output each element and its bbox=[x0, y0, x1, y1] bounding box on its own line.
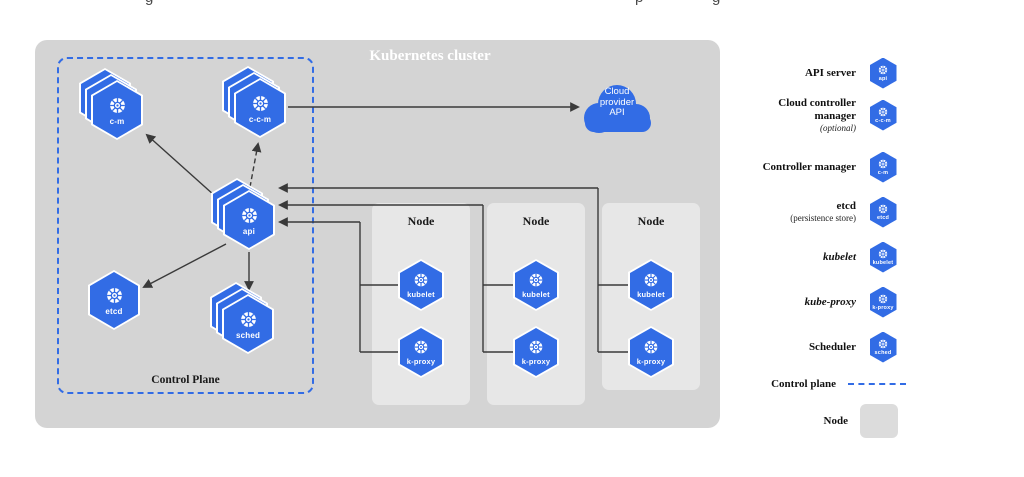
legend-kubelet-icon: kubelet bbox=[868, 240, 898, 274]
component-label: etcd bbox=[105, 306, 123, 316]
legend-row-controller-manager: Controller manager c-m bbox=[718, 150, 898, 184]
text-fragment: g bbox=[712, 0, 720, 6]
kubelet-hexagon: kubelet bbox=[628, 259, 674, 311]
etcd-component: etcd bbox=[88, 270, 140, 330]
kproxy-hexagon: k-proxy bbox=[628, 326, 674, 378]
legend-api-server-icon: api bbox=[868, 56, 898, 90]
cropped-text-line: g p g bbox=[0, 0, 1024, 9]
legend-scheduler-icon: sched bbox=[868, 330, 898, 364]
helm-wheel-icon bbox=[239, 310, 257, 328]
cloud-controller-manager-component: c-c-m bbox=[222, 66, 286, 138]
legend-row-kubelet: kubelet kubelet bbox=[718, 240, 898, 274]
legend-row-control-plane: Control plane bbox=[718, 373, 906, 395]
legend-kube-proxy-icon: k-proxy bbox=[868, 285, 898, 319]
helm-wheel-icon bbox=[644, 340, 658, 354]
node-title: Node bbox=[637, 214, 665, 228]
kubelet-hexagon: kubelet bbox=[398, 259, 444, 311]
component-label: k-proxy bbox=[406, 357, 436, 366]
legend-etcd-icon: etcd bbox=[868, 195, 898, 229]
helm-wheel-icon bbox=[105, 286, 123, 304]
legend-sublabel: (optional) bbox=[820, 122, 856, 133]
text-fragment: g bbox=[145, 0, 153, 6]
node-color-swatch bbox=[860, 404, 898, 438]
kubelet-component-node1: kubelet bbox=[398, 259, 444, 311]
helm-wheel-icon bbox=[414, 273, 428, 287]
component-label: c-c-m bbox=[248, 114, 272, 124]
component-label: k-proxy bbox=[521, 357, 551, 366]
helm-wheel-icon bbox=[644, 273, 658, 287]
helm-wheel-icon bbox=[878, 65, 888, 75]
helm-wheel-icon bbox=[529, 273, 543, 287]
legend-row-node: Node bbox=[718, 404, 898, 438]
node-title: Node bbox=[407, 214, 435, 228]
control-plane-dashed-line-swatch bbox=[848, 383, 906, 385]
cloud-provider-shape bbox=[584, 85, 651, 133]
helm-wheel-icon bbox=[878, 339, 888, 349]
legend-label: kubelet bbox=[823, 250, 856, 263]
legend-icon-label: api bbox=[878, 76, 888, 82]
component-label: kubelet bbox=[522, 290, 550, 299]
legend-row-scheduler: Scheduler sched bbox=[718, 330, 898, 364]
helm-wheel-icon bbox=[878, 204, 888, 214]
helm-wheel-icon bbox=[108, 96, 126, 114]
api-server-component: api bbox=[211, 178, 275, 250]
legend-label: Node bbox=[823, 414, 848, 427]
kubelet-hexagon: kubelet bbox=[513, 259, 559, 311]
component-label: kubelet bbox=[637, 290, 665, 299]
helm-wheel-icon bbox=[878, 159, 888, 169]
helm-wheel-icon bbox=[529, 340, 543, 354]
component-label: sched bbox=[235, 330, 261, 340]
scheduler-component: sched bbox=[210, 282, 274, 354]
helm-wheel-icon bbox=[414, 340, 428, 354]
kubelet-component-node3: kubelet bbox=[628, 259, 674, 311]
kubelet-component-node2: kubelet bbox=[513, 259, 559, 311]
kproxy-component-node1: k-proxy bbox=[398, 326, 444, 378]
legend-row-cloud-controller-manager: Cloud controller manager (optional) c-c-… bbox=[718, 95, 898, 135]
kproxy-component-node2: k-proxy bbox=[513, 326, 559, 378]
legend-row-api-server: API server api bbox=[718, 56, 898, 90]
controller-manager-component: c-m bbox=[79, 68, 143, 140]
legend-label: API server bbox=[804, 66, 856, 79]
legend-label: etcd bbox=[836, 200, 856, 212]
legend-row-kube-proxy: kube-proxy k-proxy bbox=[718, 285, 898, 319]
component-label: api bbox=[242, 226, 256, 236]
component-label: k-proxy bbox=[636, 357, 666, 366]
cloud-provider-api-label: Cloud provider API bbox=[599, 86, 635, 118]
component-label: kubelet bbox=[407, 290, 435, 299]
cluster-title: Kubernetes cluster bbox=[369, 48, 491, 64]
control-plane-container: Control Plane bbox=[57, 57, 314, 394]
node-title: Node bbox=[522, 214, 550, 228]
text-fragment: p bbox=[635, 0, 643, 6]
kproxy-hexagon: k-proxy bbox=[398, 326, 444, 378]
legend-icon-label: k-proxy bbox=[872, 305, 894, 311]
legend-label: Cloud controller manager bbox=[778, 96, 856, 122]
helm-wheel-icon bbox=[251, 94, 269, 112]
legend-icon-label: c-m bbox=[877, 170, 889, 176]
legend-controller-manager-icon: c-m bbox=[868, 150, 898, 184]
helm-wheel-icon bbox=[878, 249, 888, 259]
legend-icon-label: c-c-m bbox=[875, 118, 891, 124]
legend-row-etcd: etcd (persistence store) etcd bbox=[718, 195, 898, 229]
legend-sublabel: (persistence store) bbox=[790, 213, 856, 223]
etcd-hexagon: etcd bbox=[88, 270, 140, 330]
legend-label: kube-proxy bbox=[804, 295, 856, 308]
legend-icon-label: kubelet bbox=[872, 260, 894, 266]
component-label: c-m bbox=[109, 116, 125, 126]
kproxy-hexagon: k-proxy bbox=[513, 326, 559, 378]
legend-label: Scheduler bbox=[808, 340, 856, 353]
helm-wheel-icon bbox=[240, 206, 258, 224]
legend-label: Controller manager bbox=[762, 160, 856, 173]
legend-cloud-controller-manager-icon: c-c-m bbox=[868, 98, 898, 132]
kproxy-component-node3: k-proxy bbox=[628, 326, 674, 378]
legend-label: Control plane bbox=[771, 377, 836, 390]
helm-wheel-icon bbox=[878, 294, 888, 304]
legend-icon-label: sched bbox=[874, 350, 892, 356]
legend-icon-label: etcd bbox=[876, 215, 890, 221]
control-plane-label: Control Plane bbox=[151, 374, 220, 386]
helm-wheel-icon bbox=[878, 107, 888, 117]
